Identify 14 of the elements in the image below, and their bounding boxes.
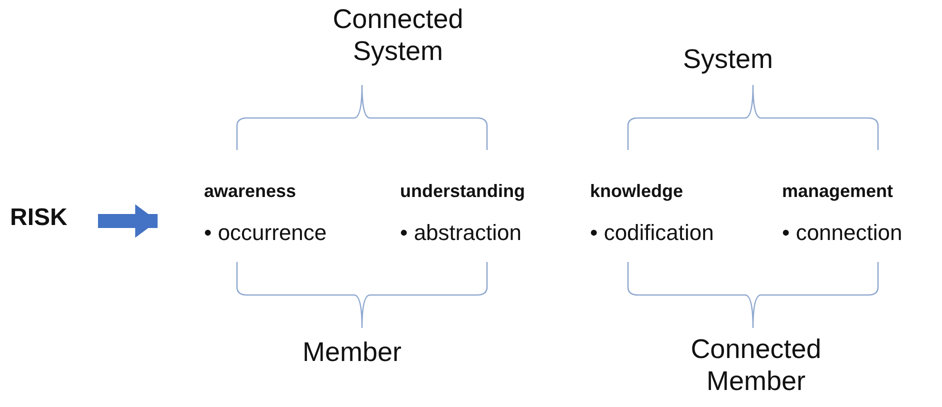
- keyword-heading: understanding: [400, 180, 526, 202]
- bullet-item: • abstraction: [400, 220, 522, 246]
- group-label: Member: [301, 336, 403, 368]
- group-label: Connected Member: [690, 333, 822, 398]
- keyword-heading: awareness: [204, 180, 298, 202]
- group-label: System: [682, 43, 774, 76]
- bullet-item: • connection: [782, 220, 904, 246]
- bullet-item: • codification: [590, 220, 715, 246]
- keyword-heading: knowledge: [590, 180, 684, 202]
- group-label: Connected System: [332, 3, 464, 68]
- keyword-heading: management: [782, 180, 894, 202]
- bullet-item: • occurrence: [204, 220, 328, 246]
- risk-label: RISK: [10, 204, 68, 232]
- block-arrow: [98, 204, 158, 238]
